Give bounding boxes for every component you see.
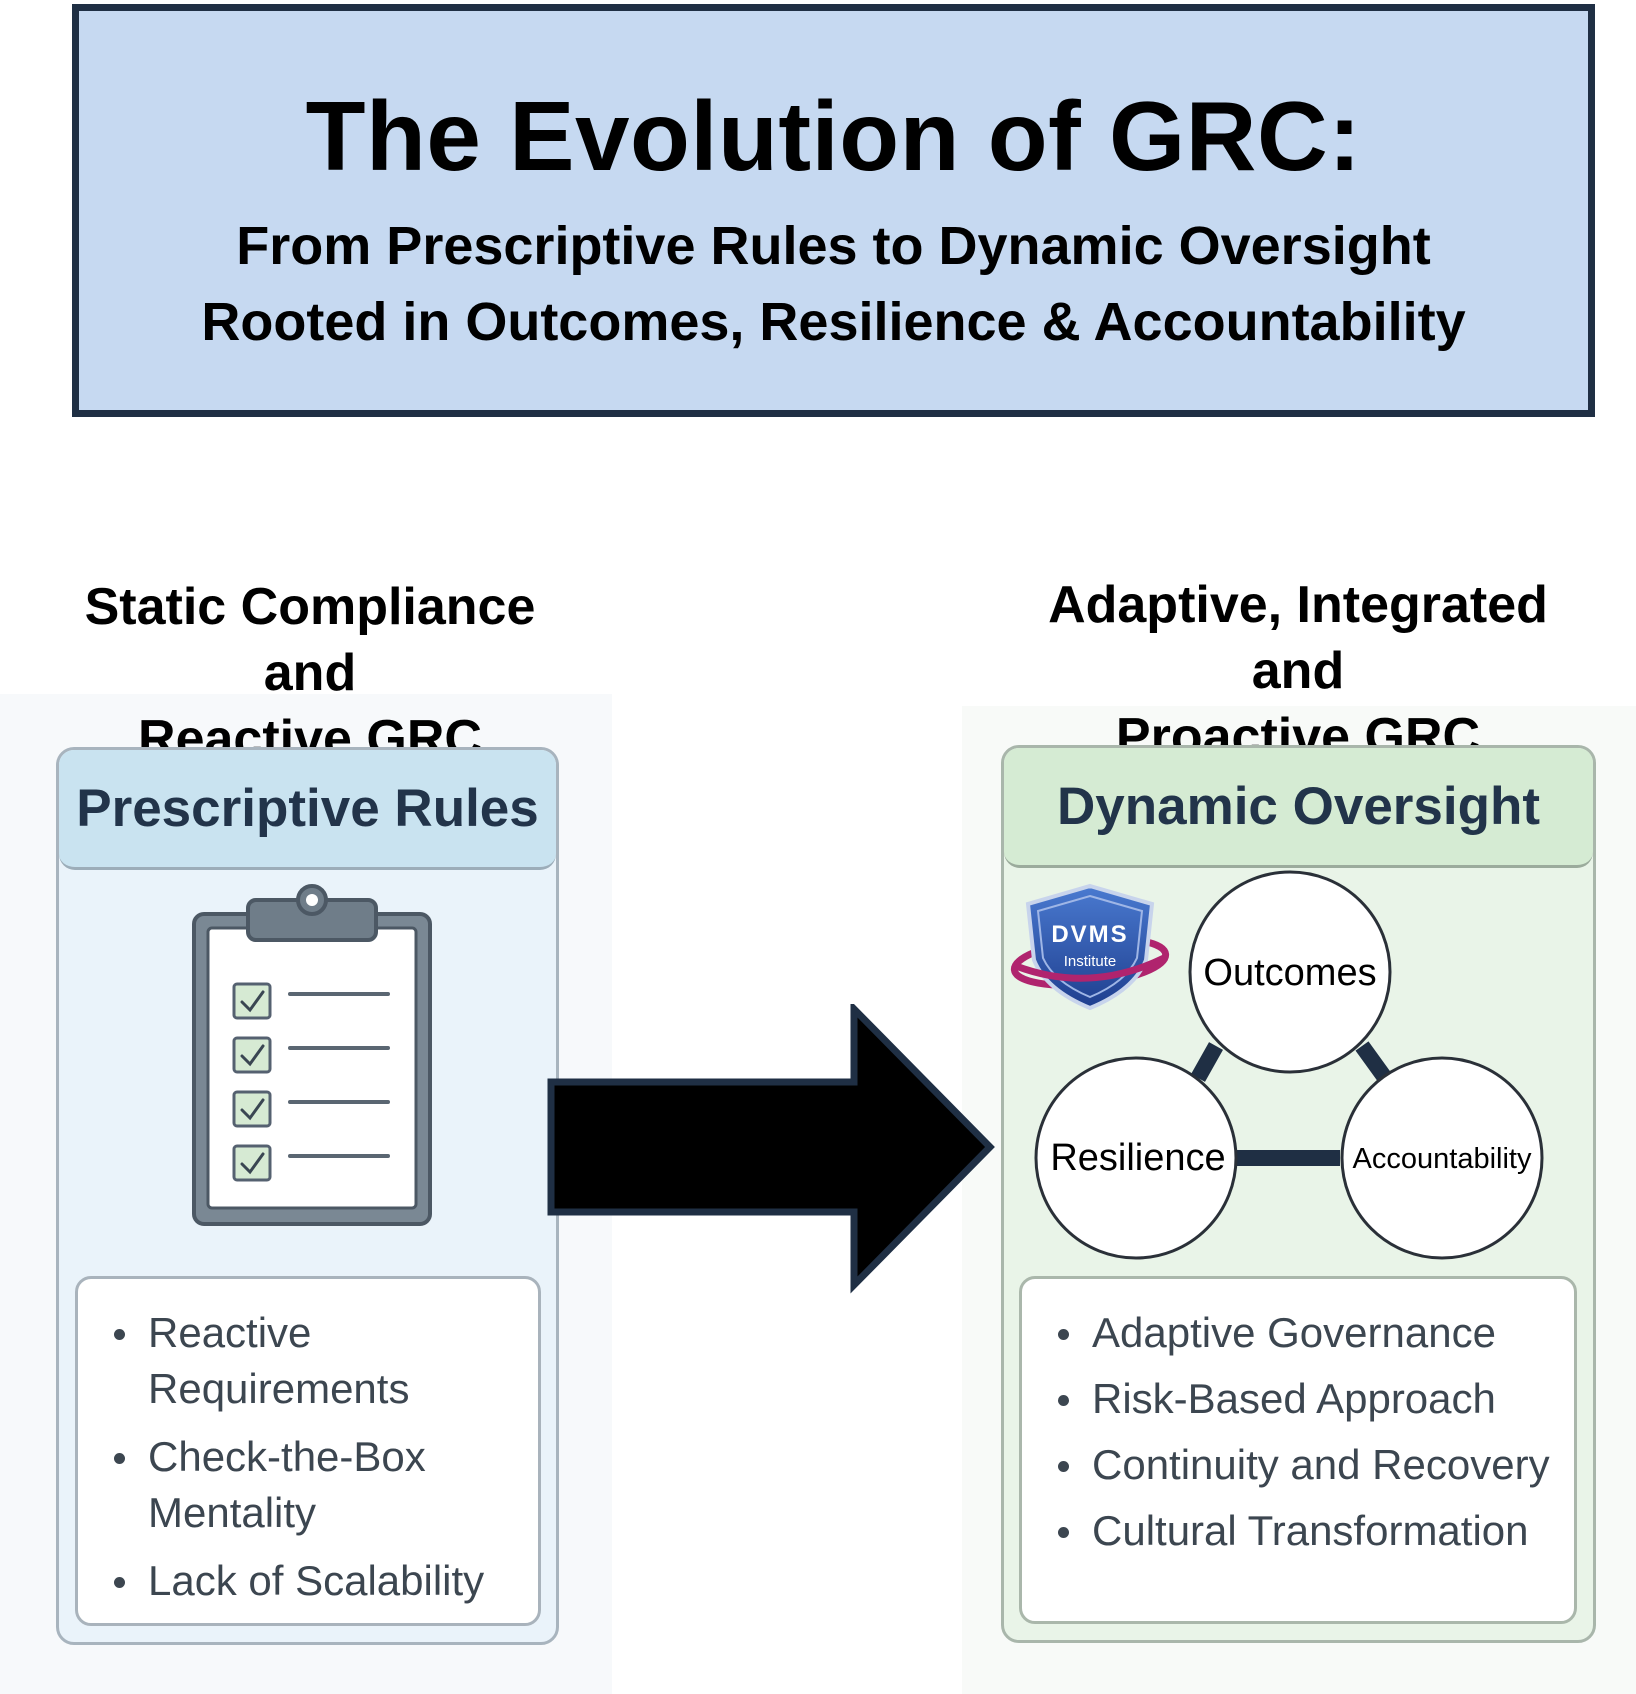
outcomes-circle (1188, 870, 1392, 1074)
list-item: Reactive Requirements (114, 1305, 528, 1417)
right-heading-line-1: Adaptive, Integrated and (1048, 576, 1548, 700)
dynamic-oversight-list: Adaptive Governance Risk-Based Approach … (1019, 1276, 1577, 1624)
resilience-circle (1034, 1056, 1238, 1260)
outcomes-resilience-accountability-diagram: Outcomes Resilience Accountability (1034, 870, 1544, 1260)
left-heading-line-1: Static Compliance and (84, 578, 536, 702)
resilience-label: Resilience (1050, 1137, 1225, 1179)
left-column-heading: Static Compliance and Reactive GRC (40, 574, 580, 772)
logo-text-dvms: DVMS (1051, 921, 1128, 948)
prescriptive-rules-title: Prescriptive Rules (59, 750, 556, 870)
subtitle-line-1: From Prescriptive Rules to Dynamic Overs… (236, 216, 1431, 276)
list-item: Cultural Transformation (1058, 1503, 1564, 1559)
outcomes-label: Outcomes (1203, 952, 1376, 994)
list-item: Continuity and Recovery (1058, 1437, 1564, 1493)
subtitle-line-2: Rooted in Outcomes, Resilience & Account… (201, 292, 1466, 352)
right-column-heading: Adaptive, Integrated and Proactive GRC (998, 572, 1598, 770)
accountability-circle (1340, 1056, 1544, 1260)
dvms-institute-logo: DVMS Institute (1010, 883, 1170, 1011)
clipboard-checklist-icon (192, 884, 432, 1226)
accountability-label: Accountability (1353, 1143, 1532, 1175)
list-item: Risk-Based Approach (1058, 1371, 1564, 1427)
prescriptive-rules-list: Reactive Requirements Check-the-Box Ment… (75, 1276, 541, 1626)
list-item: Adaptive Governance (1058, 1305, 1564, 1361)
list-item: Lack of Scalability (114, 1553, 528, 1609)
title-banner: The Evolution of GRC: From Prescriptive … (72, 4, 1595, 417)
right-arrow-icon (547, 1004, 995, 1294)
main-title: The Evolution of GRC: (305, 81, 1362, 191)
connector-outcomes-resilience (1191, 1042, 1223, 1082)
dynamic-oversight-title: Dynamic Oversight (1004, 748, 1593, 868)
logo-text-institute: Institute (1064, 953, 1117, 970)
list-item: Check-the-Box Mentality (114, 1429, 528, 1541)
